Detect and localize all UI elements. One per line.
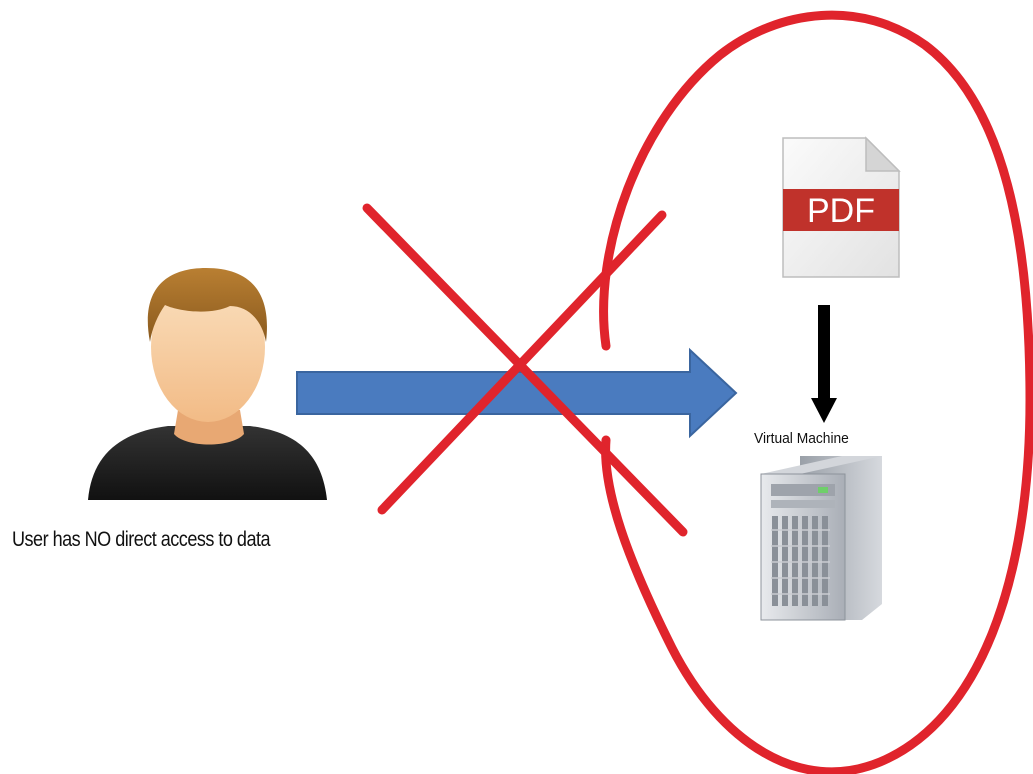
pdf-file-icon: PDF [782, 136, 901, 278]
enclosure-ellipse [599, 10, 1033, 774]
flow-arrow [811, 305, 837, 423]
server-tower-icon [760, 456, 882, 621]
access-arrow [296, 347, 738, 439]
vm-caption: Virtual Machine [754, 430, 849, 447]
pdf-label: PDF [807, 192, 875, 230]
pdf-banner [783, 189, 899, 231]
user-avatar-icon [88, 268, 327, 500]
blocked-cross [362, 203, 688, 537]
user-caption: User has NO direct access to data [12, 528, 271, 551]
